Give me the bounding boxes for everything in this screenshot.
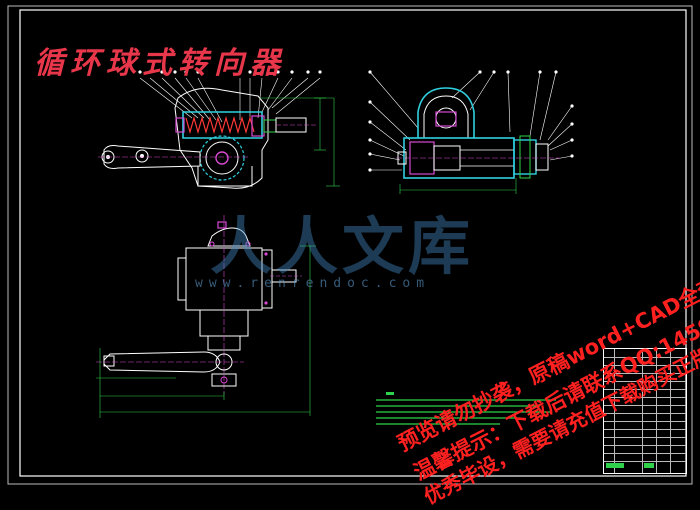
side-section-view	[98, 70, 340, 189]
title-block	[603, 348, 687, 474]
front-view	[96, 215, 316, 418]
cad-drawing-sheet: 循环球式转向器 人人文库 www.renrendoc.com 预览请勿抄袭，原稿…	[7, 5, 700, 509]
drawing-title: 循环球式转向器	[34, 46, 286, 81]
valve-section-view	[368, 70, 574, 194]
watermark-brand: 人人文库	[210, 210, 475, 283]
technical-notes	[376, 392, 556, 425]
inner-frame	[19, 9, 687, 477]
watermark-url: www.renrendoc.com	[195, 276, 431, 291]
outer-frame	[7, 5, 693, 485]
drawing-canvas	[7, 5, 693, 485]
